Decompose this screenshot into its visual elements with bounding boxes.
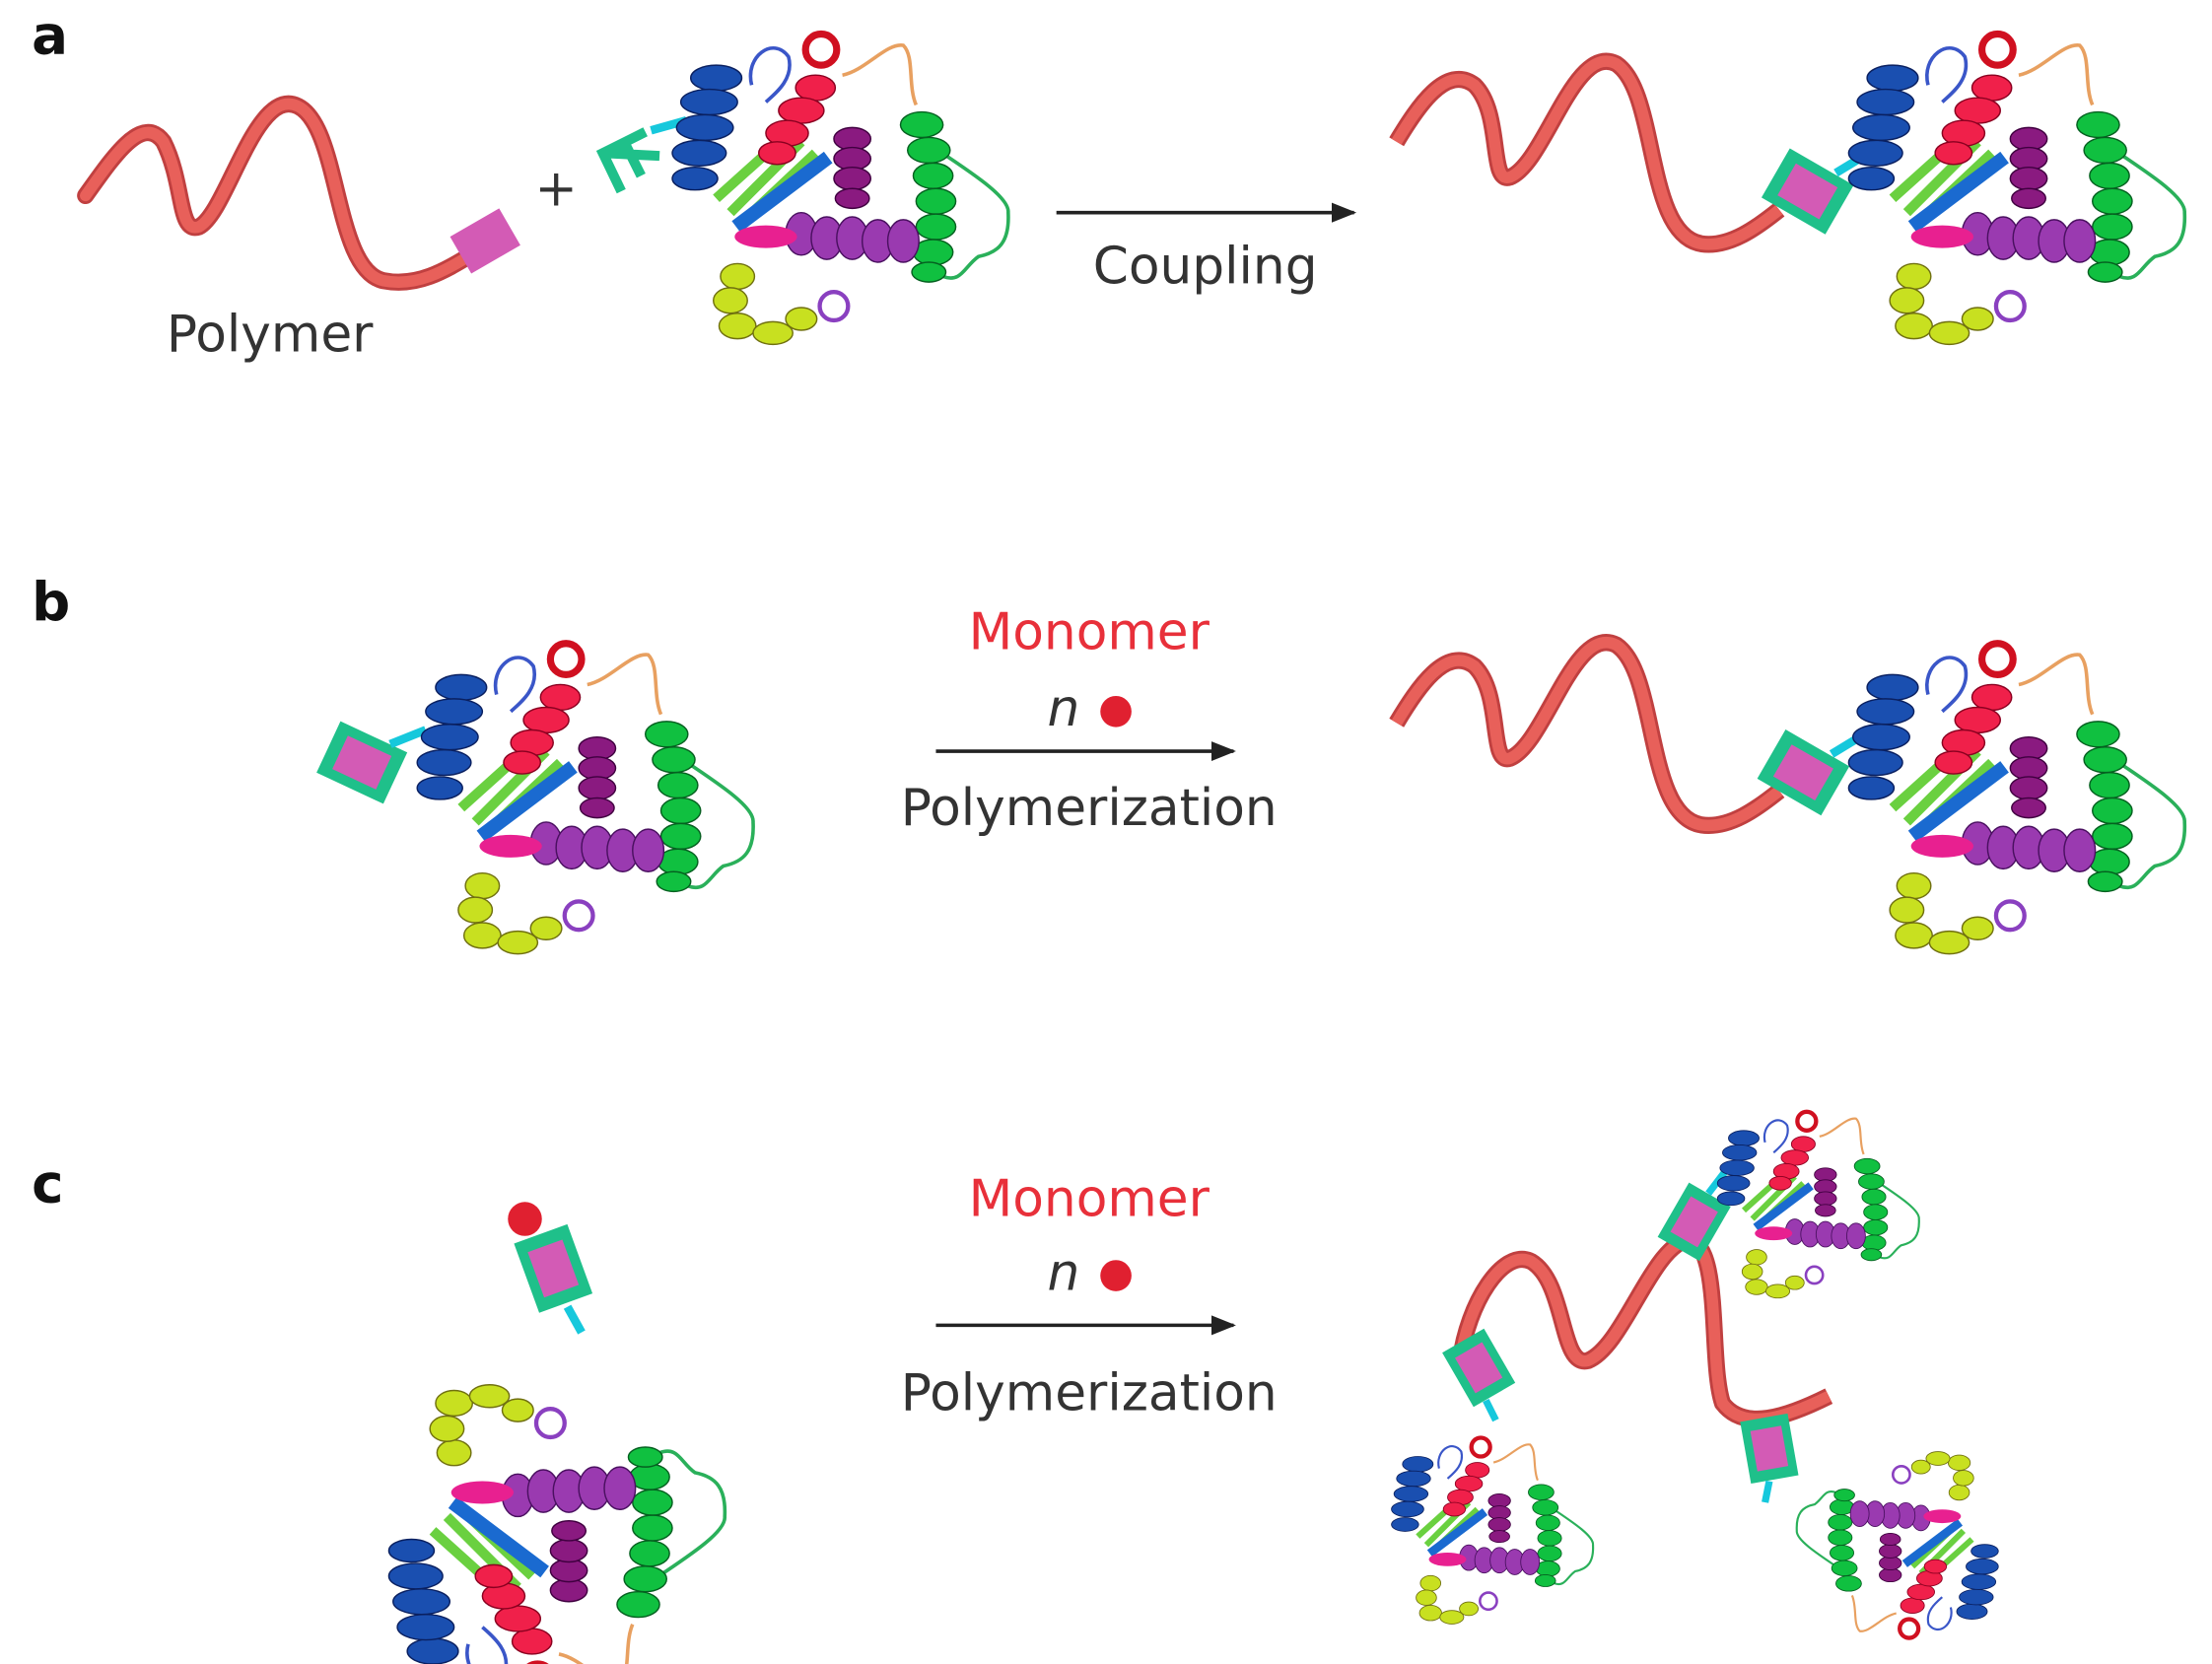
monomer-icon	[1100, 695, 1132, 728]
coupling-handle	[595, 127, 660, 194]
polymer-label: Polymer	[167, 306, 374, 365]
panel-label-b: b	[32, 571, 70, 634]
polymer-protein-conjugate-a	[1389, 35, 2185, 345]
coupling-label: Coupling	[1093, 238, 1318, 297]
monomer-icon	[1100, 1260, 1132, 1291]
monomer-label-b: Monomer	[969, 603, 1210, 662]
monomer-count-c: n	[1047, 1243, 1079, 1302]
polymer-end-group	[449, 208, 520, 274]
polymer-multi-protein-conjugate	[1392, 1112, 1999, 1638]
polymer-chain	[77, 95, 484, 291]
protein	[672, 35, 1008, 345]
protein-initiator-c	[388, 1202, 725, 1664]
monomer-label-c: Monomer	[969, 1170, 1210, 1229]
panel-label-c: c	[32, 1151, 63, 1214]
polymerization-label-c: Polymerization	[901, 1364, 1278, 1423]
polymerization-label-b: Polymerization	[901, 779, 1278, 838]
protein-initiator-b	[316, 644, 753, 954]
polymer-protein-conjugate-b	[1389, 634, 2185, 954]
panel-label-a: a	[32, 4, 68, 67]
monomer-count-b: n	[1047, 679, 1079, 738]
plus-sign: +	[534, 159, 577, 218]
